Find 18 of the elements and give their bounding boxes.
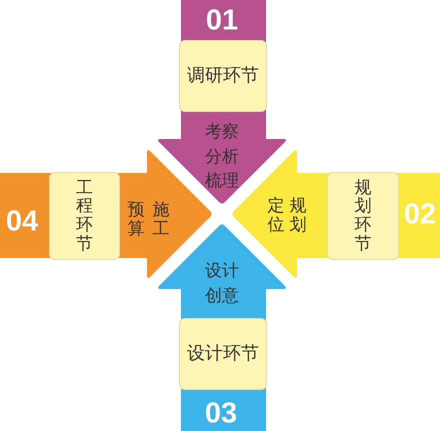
label-card xyxy=(179,318,267,390)
step-keywords: 考察分析梳理 xyxy=(204,121,240,193)
step-number: 03 xyxy=(204,400,238,428)
step-keywords: 定位 xyxy=(268,197,284,234)
step-number: 01 xyxy=(206,6,238,36)
step-number: 02 xyxy=(404,200,436,230)
step-keywords: 设计创意 xyxy=(204,260,240,308)
stage-label: 调研环节 xyxy=(187,66,259,86)
label-card xyxy=(327,172,399,260)
stage-label: 设计环节 xyxy=(187,344,259,364)
label-card xyxy=(49,172,120,260)
stage-label: 工程环节 xyxy=(76,178,93,254)
label-card xyxy=(179,40,267,112)
stage-label: 规划环节 xyxy=(354,178,372,254)
step-keywords: 规划 xyxy=(290,197,306,234)
step-number: 04 xyxy=(6,208,38,236)
step-keywords: 预算 xyxy=(128,201,144,238)
step-keywords: 施工 xyxy=(152,201,170,238)
